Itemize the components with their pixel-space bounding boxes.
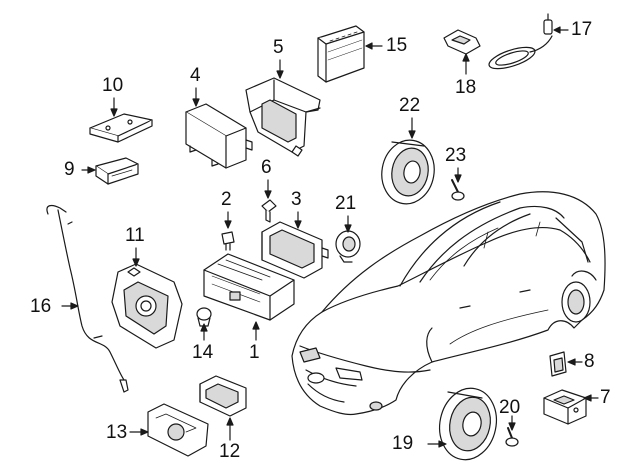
callout-14: 14 [192, 342, 214, 363]
climate-control-panel [147, 403, 209, 457]
radio-receiver [203, 253, 295, 321]
callout-22: 22 [399, 95, 421, 116]
mounting-bracket [89, 113, 153, 143]
audio-control-panel [111, 263, 183, 349]
clip [196, 307, 212, 327]
callout-17: 17 [571, 19, 593, 40]
control-module [185, 103, 253, 169]
small-module [95, 157, 139, 185]
console-bracket [245, 77, 321, 157]
callout-9: 9 [64, 159, 75, 180]
callout-7: 7 [600, 387, 611, 408]
callout-1: 1 [249, 342, 260, 363]
antenna-lead [46, 204, 129, 393]
switch-assembly [199, 375, 247, 417]
callout-6: 6 [261, 157, 272, 178]
bolt [221, 231, 235, 251]
callout-11: 11 [125, 225, 145, 246]
door-speaker-upper [381, 139, 435, 205]
amplifier-module [317, 25, 365, 83]
screw-lower [505, 427, 519, 447]
antenna-bracket [443, 29, 481, 55]
callout-8: 8 [584, 351, 595, 372]
small-switch [549, 351, 567, 377]
callout-13: 13 [106, 422, 128, 443]
callout-15: 15 [386, 35, 408, 56]
callout-18: 18 [455, 77, 477, 98]
push-pin [261, 199, 277, 223]
car-body [291, 191, 606, 416]
screw-upper [451, 179, 465, 201]
callout-16: 16 [30, 296, 52, 317]
antenna-cable [488, 13, 553, 70]
callout-20: 20 [499, 397, 521, 418]
callout-19: 19 [392, 433, 414, 454]
door-speaker-lower [439, 387, 497, 461]
callout-23: 23 [445, 145, 467, 166]
callout-10: 10 [102, 75, 124, 96]
callout-4: 4 [190, 65, 201, 86]
callout-2: 2 [221, 189, 232, 210]
callout-21: 21 [335, 193, 357, 214]
aux-port [543, 389, 587, 425]
display-unit [261, 221, 329, 279]
callout-3: 3 [291, 189, 302, 210]
callout-5: 5 [273, 37, 284, 58]
tweeter [335, 230, 361, 263]
callout-12: 12 [219, 441, 241, 462]
